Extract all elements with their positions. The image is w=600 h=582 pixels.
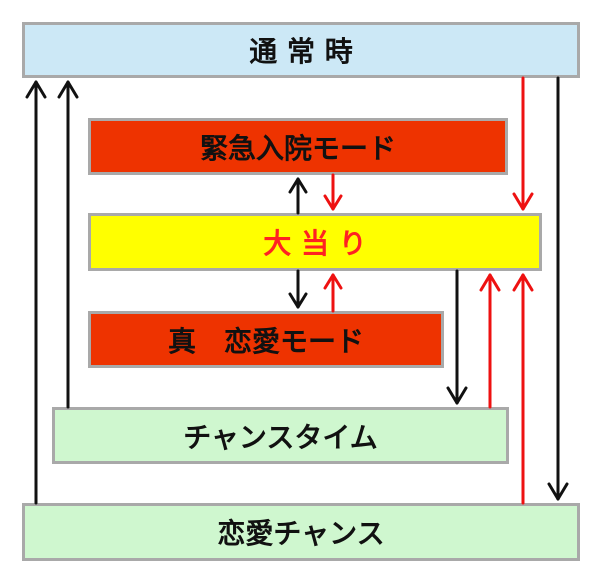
arrowhead-chance-time-to-jackpot xyxy=(479,273,501,292)
state-jackpot: 大 当 り xyxy=(88,213,542,271)
state-jackpot-label: 大 当 り xyxy=(263,227,367,260)
state-love-chance: 恋愛チャンス xyxy=(22,503,580,561)
state-chance-time-label: チャンスタイム xyxy=(183,420,378,454)
state-true-love-mode: 真 恋愛モード xyxy=(88,311,444,368)
arrowhead-emergency-to-jackpot xyxy=(323,194,343,211)
arrowhead-normal-to-jackpot xyxy=(512,192,534,211)
arrowhead-jackpot-to-emergency xyxy=(288,177,308,194)
arrowhead-jackpot-to-chance-time xyxy=(446,386,468,405)
arrowhead-true-love-to-jackpot xyxy=(323,273,343,290)
arrowhead-love-chance-to-jackpot xyxy=(512,273,534,292)
state-love-chance-label: 恋愛チャンス xyxy=(217,517,385,550)
state-normal: 通 常 時 xyxy=(22,22,580,78)
arrowhead-jackpot-to-true-love xyxy=(288,292,308,309)
state-emergency-label: 緊急入院モード xyxy=(199,131,396,165)
arrowhead-love-chance-to-normal xyxy=(25,80,47,99)
state-chance-time: チャンスタイム xyxy=(52,407,509,464)
state-emergency-hospital-mode: 緊急入院モード xyxy=(88,118,508,175)
state-true-love-label: 真 恋愛モード xyxy=(167,324,364,358)
arrowhead-normal-to-love-chance xyxy=(547,482,569,501)
state-normal-label: 通 常 時 xyxy=(249,35,353,68)
arrowhead-chance-time-to-normal xyxy=(57,80,79,99)
